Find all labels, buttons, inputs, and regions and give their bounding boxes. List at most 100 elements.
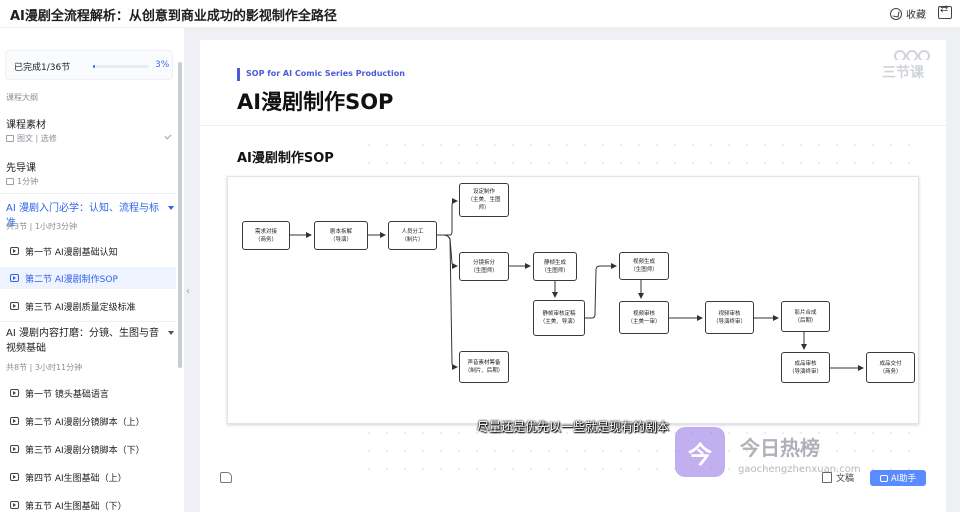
node-text: 视频审核	[632, 310, 655, 317]
flow-node-video-review-final: 视频审核 （导演终审）	[705, 301, 754, 334]
chapter-1-title[interactable]: AI 漫剧入门必学：认知、流程与标准	[6, 203, 159, 229]
flow-node-design: 设定制作 （主美、生图 师）	[459, 183, 509, 217]
node-text: 成品交付	[879, 360, 902, 367]
document-icon	[6, 135, 14, 142]
chevron-down-icon[interactable]	[168, 331, 174, 335]
node-text: 成品审核	[794, 360, 817, 367]
video-lesson-icon	[10, 473, 19, 481]
video-lesson-icon	[10, 389, 19, 397]
slide-title: AI漫剧制作SOP	[237, 90, 394, 114]
node-text: （导演终审）	[712, 318, 746, 325]
node-text: 需求对接	[254, 228, 277, 235]
node-text: 分镜拆分	[472, 259, 495, 266]
flow-node-still-review: 静帧审核定稿 （主美、导演）	[533, 300, 585, 336]
watermark-logo: 今	[675, 427, 725, 477]
node-text: 设定制作	[472, 189, 495, 195]
robot-icon	[879, 474, 888, 482]
flow-node-script: 剧本拆解 （导演）	[314, 221, 368, 250]
lesson-label: 第三节 AI漫剧质量定级标准	[25, 302, 136, 313]
video-icon	[6, 178, 14, 185]
node-text: （制片）	[401, 236, 424, 243]
watermark-name: 今日热榜	[740, 436, 820, 460]
top-bar: AI漫剧全流程解析：从创意到商业成功的影视制作全路径 收藏	[0, 0, 960, 28]
flow-node-video-review-1: 视频审核 （主美一审）	[619, 301, 669, 334]
flow-node-staffing: 人员分工 （制片）	[388, 221, 437, 250]
video-lesson-icon	[10, 445, 19, 453]
progress-percent: 3%	[155, 60, 170, 70]
materials-title[interactable]: 课程素材	[6, 120, 46, 131]
divider	[0, 321, 176, 322]
flow-node-delivery: 成品交付 （商务）	[866, 352, 915, 383]
node-text: （后期）	[794, 317, 817, 324]
materials-meta: 图文 | 选修	[6, 133, 57, 144]
chapter-2-title[interactable]: AI 漫剧内容打磨：分镜、生图与音视频基础	[6, 328, 159, 354]
watermark-url: gaochengzhenxuan.com	[738, 464, 861, 475]
ai-assistant-button[interactable]: AI助手	[870, 470, 926, 486]
chapter-1-meta-text: 共3节 | 1小时3分钟	[6, 222, 78, 231]
section-title: AI漫剧制作SOP	[237, 151, 334, 166]
node-text: 静帧审核定稿	[542, 311, 576, 317]
slide-viewer: SOP for AI Comic Series Production AI漫剧制…	[200, 40, 946, 512]
node-text: 影片合成	[794, 309, 817, 316]
node-text: 视频生成	[632, 259, 655, 265]
check-icon	[164, 132, 172, 140]
lesson-label: 第二节 AI漫剧分镜脚本（上）	[25, 417, 145, 428]
favorite-button[interactable]: 收藏	[890, 6, 926, 21]
node-text: 师）	[478, 205, 490, 211]
progress-fill	[93, 65, 95, 68]
lesson-item[interactable]: 第二节 AI漫剧分镜脚本（上）	[0, 410, 176, 432]
favorite-icon	[890, 7, 902, 20]
lesson-label: 第三节 AI漫剧分镜脚本（下）	[25, 445, 145, 456]
sidebar-scrollbar[interactable]	[178, 62, 182, 368]
sop-flowchart: 需求对接 （商务） 剧本拆解 （导演） 人员分工 （制片） 设定制作 （主美、生…	[227, 176, 919, 424]
collapse-sidebar-icon[interactable]: ‹	[186, 286, 190, 297]
node-text: （商务）	[254, 236, 277, 243]
flow-node-audio: 声音素材筹备 （制片、后期）	[459, 351, 509, 383]
node-text: 声音素材筹备	[467, 360, 501, 366]
lesson-item-active[interactable]: 第二节 AI漫剧制作SOP	[0, 267, 176, 289]
ai-assistant-label: AI助手	[890, 474, 917, 484]
progress-card: 已完成1/36节 3%	[5, 50, 173, 80]
brand-logo-mark	[894, 50, 930, 60]
node-text: 静帧生成	[543, 259, 566, 266]
node-text: （主美、导演）	[539, 319, 579, 325]
flow-node-storyboard: 分镜拆分 （生图师）	[459, 252, 509, 281]
lesson-item[interactable]: 第五节 AI生图基础（下）	[0, 494, 176, 512]
divider	[0, 193, 176, 194]
switch-layout-icon[interactable]	[938, 4, 952, 19]
video-lesson-icon	[10, 302, 19, 310]
lesson-item[interactable]: 第三节 AI漫剧分镜脚本（下）	[0, 438, 176, 460]
node-text: （主美、生图	[467, 197, 501, 203]
course-title: AI漫剧全流程解析：从创意到商业成功的影视制作全路径	[10, 9, 337, 24]
node-text: （导演终审）	[788, 368, 822, 375]
node-text: 人员分工	[401, 228, 424, 235]
flow-arrows	[290, 198, 864, 371]
flow-node-final-review: 成品审核 （导演终审）	[781, 352, 830, 383]
intro-meta-text: 1分钟	[17, 177, 39, 186]
lesson-label: 第五节 AI生图基础（下）	[25, 501, 127, 512]
lesson-item[interactable]: 第一节 AI漫剧基础认知	[0, 240, 176, 262]
chevron-down-icon[interactable]	[168, 206, 174, 210]
thumbs-up-icon[interactable]	[220, 472, 232, 483]
intro-title[interactable]: 先导课	[6, 163, 36, 174]
progress-label: 已完成1/36节	[14, 63, 71, 73]
slide-tag: SOP for AI Comic Series Production	[246, 69, 405, 78]
lesson-item[interactable]: 第三节 AI漫剧质量定级标准	[0, 295, 176, 317]
node-text: （生图师）	[541, 267, 569, 274]
node-text: （生图师）	[470, 267, 498, 274]
video-subtitle: 尽量还是优先以一些就是现有的剧本	[476, 420, 669, 434]
tag-accent-bar	[237, 68, 240, 81]
node-text: （导演）	[329, 236, 352, 243]
node-text: （商务）	[879, 368, 902, 375]
transcript-button[interactable]: 文稿	[822, 471, 854, 484]
lesson-item[interactable]: 第四节 AI生图基础（上）	[0, 466, 176, 488]
flow-node-still-gen: 静帧生成 （生图师）	[533, 252, 577, 281]
lesson-label: 第二节 AI漫剧制作SOP	[25, 274, 118, 285]
chapter-2-meta-text: 共8节 | 3小时11分钟	[6, 363, 83, 372]
video-lesson-icon	[10, 417, 19, 425]
lesson-item[interactable]: 第一节 镜头基础语言	[0, 382, 176, 404]
node-text: （生图师）	[630, 267, 658, 273]
favorite-label: 收藏	[906, 10, 926, 21]
node-text: 视频审核	[718, 310, 741, 317]
document-icon	[822, 472, 832, 483]
